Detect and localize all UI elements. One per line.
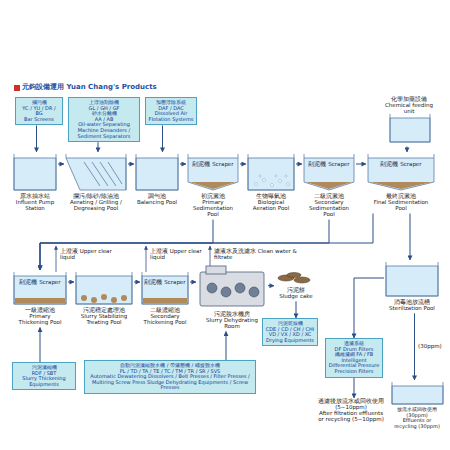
tank-node: 攔污/除砂/除油池Aerating / Grilling / Degreasin…: [64, 152, 128, 213]
equipment-box: 污泥濃縮機RDF / SBTSlurry Thickening Equipmen…: [12, 362, 76, 390]
pipe-connector: [180, 164, 186, 165]
node-text: 過濾後放流水或回收使用(5~10ppm): [318, 398, 384, 410]
pipe-connector: [40, 214, 373, 271]
scraper-label: 刮泥機 Scraper: [186, 161, 240, 167]
node-text: Drying Equipments: [265, 338, 315, 344]
scraper-label: 刮泥機 Scraper: [140, 279, 190, 285]
tank-node: 放流水或回收使用(30ppm)Effluents or recycling (3…: [389, 380, 445, 431]
node-text: Intelligent Differential Pressure Precis…: [328, 358, 380, 375]
scraper-label: 刮泥機 Scraper: [12, 279, 68, 285]
node-text: Secondary Thickening Pool: [142, 313, 188, 325]
tank-node: 生物曝氣池Biological Aeration Pool: [246, 152, 296, 213]
node-text: Slurry Thickening Equipments: [15, 376, 73, 387]
pipe-connector: [354, 378, 355, 398]
node-text: Secondary Sedimentation Pool: [304, 199, 354, 217]
node-text: 消毒池放流槽: [386, 299, 438, 305]
node-text: 攔污/除砂/除油池: [66, 193, 126, 199]
equipment-box: 攔污柵YC / YU / DR / BGBar Screens: [15, 97, 63, 125]
node-text: 二級沉澱池: [304, 193, 354, 199]
tank-node: 污泥穩定處理池Slurry Stabilizing Treating Pool: [74, 270, 134, 327]
pipe-connector: [98, 142, 99, 152]
pipe-connector: [128, 164, 134, 165]
tank-node: 刮泥機 Scraper 二級濃縮池Secondary Thickening Poo…: [140, 270, 190, 327]
pipe-connector: [356, 164, 366, 165]
scraper-label: 刮泥機 Scraper: [302, 161, 356, 167]
pipe-connector: [296, 164, 302, 165]
node-text: 放流水或回收使用(30ppm): [391, 407, 443, 418]
flow-label: 濾液水及洗濾水 Clean water & filtrate: [214, 248, 300, 260]
equipment-box: 過濾系統DF Drum Filters纖維濾網 FA / FBIntellige…: [325, 338, 383, 378]
node-text: Final Sedimentation Pool: [368, 199, 434, 211]
node-text: Primary Sedimentation Pool: [188, 199, 238, 217]
node-text: Oil-water Separating Machine Desanders /…: [71, 122, 137, 139]
node-text: Influent Pump Station: [14, 199, 56, 211]
node-text: Biological Aeration Pool: [248, 199, 294, 211]
equipment-box: 加壓浮除系統DAF / DACDissolved Air Flotation S…: [145, 97, 197, 125]
diagram-title: 元鈞設備運用 Yuan Chang's Products: [22, 84, 157, 92]
pipe-connector: [134, 282, 140, 283]
equipment-box: 上浮油刮除機GL / GH / GF砂水分離機AA / ABOil-water …: [68, 97, 140, 142]
node-text: Dissolved Air Flotation Systems: [148, 111, 194, 122]
node-text: 最終沉澱池: [368, 193, 434, 199]
tank-node: 原水抽水站Influent Pump Station: [12, 152, 58, 213]
node-text: 一級濃縮池: [14, 307, 66, 313]
pipe-connector: [68, 282, 74, 283]
node-text: 污泥穩定處理池: [76, 307, 132, 313]
outlet-label-box: 過濾後放流水或回收使用(5~10ppm)After filtration eff…: [316, 398, 386, 425]
pipe-connector: [40, 220, 329, 270]
tank-node: 消毒池放流槽Sterilization Pool: [384, 260, 440, 313]
node-text: Balancing Pool: [136, 199, 178, 205]
tank-node: 刮泥機 Scraper 初沉澱池Primary Sedimentation Poo…: [186, 152, 240, 220]
node-text: YC / YU / DR / BG: [18, 106, 60, 117]
tank-node: 刮泥機 Scraper 一級濃縮池Primary Thickening Pool: [12, 270, 68, 327]
pipe-connector: [226, 332, 227, 361]
node-text: 污泥脫水機房: [198, 311, 266, 317]
pipe-connector: [40, 220, 213, 270]
node-text: 二級濃縮池: [142, 307, 188, 313]
node-text: After filtration effluents or recycling …: [318, 410, 384, 422]
node-text: 初沉澱池: [188, 193, 238, 199]
pipe-connector: [268, 285, 274, 286]
node-text: Aerating / Grilling / Degreasing Pool: [66, 199, 126, 211]
pipe-connector: [162, 125, 163, 152]
node-text: 調勻池: [136, 193, 178, 199]
pipe-connector: [36, 125, 37, 152]
pipe-connector: [40, 328, 41, 363]
tank-node: 污泥脫水機房Slurry Dehydrating Room: [196, 264, 268, 331]
pipe-connector: [190, 282, 196, 283]
pipe-connector: [354, 278, 384, 338]
tank-node: 刮泥機 Scraper 最終沉澱池Final Sedimentation Pool: [366, 152, 436, 213]
node-text: Bar Screens: [18, 117, 60, 123]
node-text: Automatic Dewatering Dissolvers / Belt P…: [87, 374, 253, 391]
pipe-connector: [407, 147, 408, 153]
node-text: Sterilization Pool: [386, 305, 438, 311]
node-text: 污泥餅: [276, 287, 316, 293]
node-text: Slurry Dehydrating Room: [198, 317, 266, 329]
node-text: 生物曝氣池: [248, 193, 294, 199]
flow-label: 上澄液 Upper clear liquid: [60, 248, 114, 260]
equipment-box: 污泥乾燥機CDE / CD / CH / CHIVD / VX / XD / X…: [262, 318, 318, 346]
node-text: Effluents or recycling (30ppm): [391, 418, 443, 429]
tank-node: 調勻池Balancing Pool: [134, 152, 180, 207]
flow-label: 上澄液 Upper clear liquid: [150, 248, 202, 260]
node-text: 原水抽水站: [14, 193, 56, 199]
node-text: Chemical feeding unit: [380, 102, 438, 114]
pipe-connector: [414, 313, 415, 380]
tank-node: 刮泥機 Scraper 二級沉澱池Secondary Sedimentation …: [302, 152, 356, 220]
pipe-connector: [296, 301, 297, 318]
pipe-connector: [240, 164, 246, 165]
node-text: 化學加藥設備: [380, 96, 438, 102]
flow-label: (30ppm): [418, 343, 446, 349]
pipe-connector: [410, 214, 411, 261]
pipe-connector: [58, 164, 64, 165]
tank-node: 污泥餅Sludge cake: [274, 270, 318, 301]
node-text: Sludge cake: [276, 293, 316, 299]
node-text: Slurry Stabilizing Treating Pool: [76, 313, 132, 325]
equipment-box: 自動污泥濃縮脫水機 / 帶濾壓機 / 螺旋脫水機PL / TD / TA / T…: [84, 360, 256, 394]
chemical-feeding-tank: 化學加藥設備Chemical feeding unit: [378, 95, 440, 146]
scraper-label: 刮泥機 Scraper: [366, 161, 436, 167]
node-text: Primary Thickening Pool: [14, 313, 66, 325]
